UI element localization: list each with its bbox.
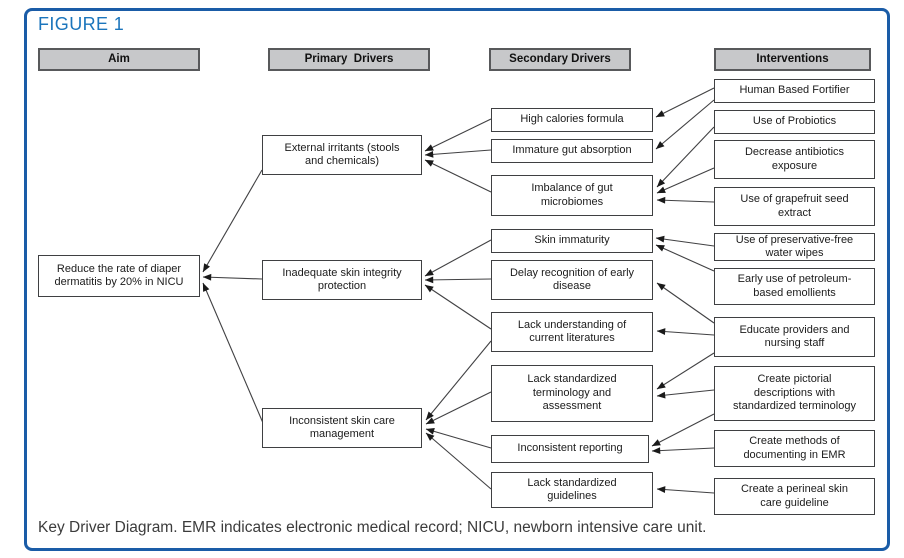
edge-drd-to-skin	[424, 276, 492, 284]
figure-title: FIGURE 1	[38, 14, 125, 34]
edge-cme-to-ir	[651, 447, 715, 454]
edge-hbf-to-iga	[655, 99, 715, 150]
node-igm: Imbalance of gut microbiomes	[491, 175, 653, 216]
edge-igm-to-ext	[424, 159, 492, 193]
edge-luc-to-skin	[424, 284, 492, 330]
node-cpd: Create pictorial descriptions with stand…	[714, 366, 875, 421]
node-ext: External irritants (stools and chemicals…	[262, 135, 422, 175]
edge-epe-to-si	[655, 244, 715, 272]
node-skin: Inadequate skin integrity protection	[262, 260, 422, 300]
node-prob: Use of Probiotics	[714, 110, 875, 134]
edge-eps-to-luc	[656, 328, 715, 336]
node-epe: Early use of petroleum- based emollients	[714, 268, 875, 305]
edge-mgmt-to-aim	[202, 282, 264, 424]
node-iga: Immature gut absorption	[491, 139, 653, 163]
edge-skin-to-aim	[202, 273, 263, 281]
node-eps: Educate providers and nursing staff	[714, 317, 875, 357]
node-lsg: Lack standardized guidelines	[491, 472, 653, 508]
edge-cpd-to-ir	[651, 413, 715, 447]
node-si: Skin immaturity	[491, 229, 653, 253]
edge-ext-to-aim	[202, 169, 263, 273]
node-drd: Delay recognition of early disease	[491, 260, 653, 300]
column-header-interventions: Interventions	[714, 48, 871, 71]
node-lst: Lack standardized terminology and assess…	[491, 365, 653, 422]
node-aim: Reduce the rate of diaper dermatitis by …	[38, 255, 200, 297]
edge-cpd-to-lst	[656, 389, 715, 399]
column-header-secondary-drivers: Secondary Drivers	[489, 48, 631, 71]
edge-iga-to-ext	[424, 149, 492, 158]
edge-hbf-to-hcf	[655, 87, 715, 118]
edge-luc-to-mgmt	[425, 340, 492, 421]
node-cpg: Create a perineal skin care guideline	[714, 478, 875, 515]
figure-caption: Key Driver Diagram. EMR indicates electr…	[38, 519, 707, 536]
edge-eps-to-drd	[656, 282, 715, 324]
edge-eps-to-lst	[656, 352, 715, 390]
node-dae: Decrease antibiotics exposure	[714, 140, 875, 179]
node-cme: Create methods of documenting in EMR	[714, 430, 875, 467]
node-hcf: High calories formula	[491, 108, 653, 132]
edge-ir-to-mgmt	[425, 428, 492, 449]
column-header-primary-drivers: Primary Drivers	[268, 48, 430, 71]
edge-cpg-to-lsg	[656, 486, 715, 494]
edge-gse-to-igm	[656, 196, 715, 204]
node-gse: Use of grapefruit seed extract	[714, 187, 875, 226]
edge-pfw-to-si	[655, 235, 715, 247]
node-pfw: Use of preservative-free water wipes	[714, 233, 875, 261]
node-mgmt: Inconsistent skin care management	[262, 408, 422, 448]
node-ir: Inconsistent reporting	[491, 435, 649, 463]
edge-si-to-skin	[424, 239, 492, 277]
node-hbf: Human Based Fortifier	[714, 79, 875, 103]
node-luc: Lack understanding of current literature…	[491, 312, 653, 352]
edge-prob-to-igm	[656, 126, 715, 188]
column-header-aim: Aim	[38, 48, 200, 71]
edge-lsg-to-mgmt	[425, 432, 492, 490]
edge-lst-to-mgmt	[425, 391, 492, 425]
edge-dae-to-igm	[656, 167, 715, 194]
edge-hcf-to-ext	[424, 118, 492, 152]
